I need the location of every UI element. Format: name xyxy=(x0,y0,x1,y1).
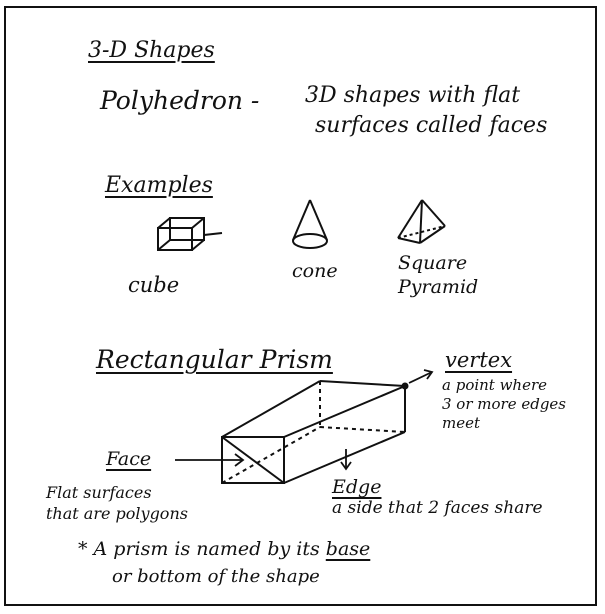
vertex-desc-line1: a point where xyxy=(442,376,548,394)
cube-sketch-icon xyxy=(157,217,223,251)
face-arrow xyxy=(175,453,245,467)
prism-heading: Rectangular Prism xyxy=(96,345,333,374)
note-emphasis-base: base xyxy=(325,538,371,560)
page-title: 3-D Shapes xyxy=(88,38,215,63)
vertex-term: vertex xyxy=(445,348,513,372)
example-label-cube: cube xyxy=(128,273,180,297)
face-desc-line1: Flat surfaces xyxy=(46,483,152,502)
cone-sketch-icon xyxy=(292,199,328,249)
edge-arrow xyxy=(340,449,352,471)
face-term: Face xyxy=(106,448,152,470)
vertex-dot xyxy=(401,382,409,390)
example-label-pyramid-line1: Square xyxy=(398,252,468,274)
definition-term: Polyhedron - xyxy=(100,86,260,115)
definition-line2: surfaces called faces xyxy=(315,113,548,138)
example-label-pyramid-line2: Pyramid xyxy=(398,276,479,298)
rectangular-prism-diagram xyxy=(221,380,406,484)
vertex-desc-line3: meet xyxy=(442,414,481,432)
face-desc-line2: that are polygons xyxy=(46,504,188,523)
vertex-desc-line2: 3 or more edges xyxy=(442,395,567,413)
note-line1-text: * A prism is named by its xyxy=(78,538,320,560)
vertex-arrow xyxy=(408,369,434,384)
note-line1: * A prism is named by its base xyxy=(78,540,370,559)
pyramid-sketch-icon xyxy=(397,199,446,244)
note-line2: or bottom of the shape xyxy=(112,566,320,587)
definition-line1: 3D shapes with flat xyxy=(305,83,521,108)
edge-desc: a side that 2 faces share xyxy=(332,498,543,518)
example-label-cone: cone xyxy=(292,260,338,282)
edge-term: Edge xyxy=(332,476,382,498)
examples-heading: Examples xyxy=(105,173,213,198)
page-border xyxy=(4,6,597,606)
